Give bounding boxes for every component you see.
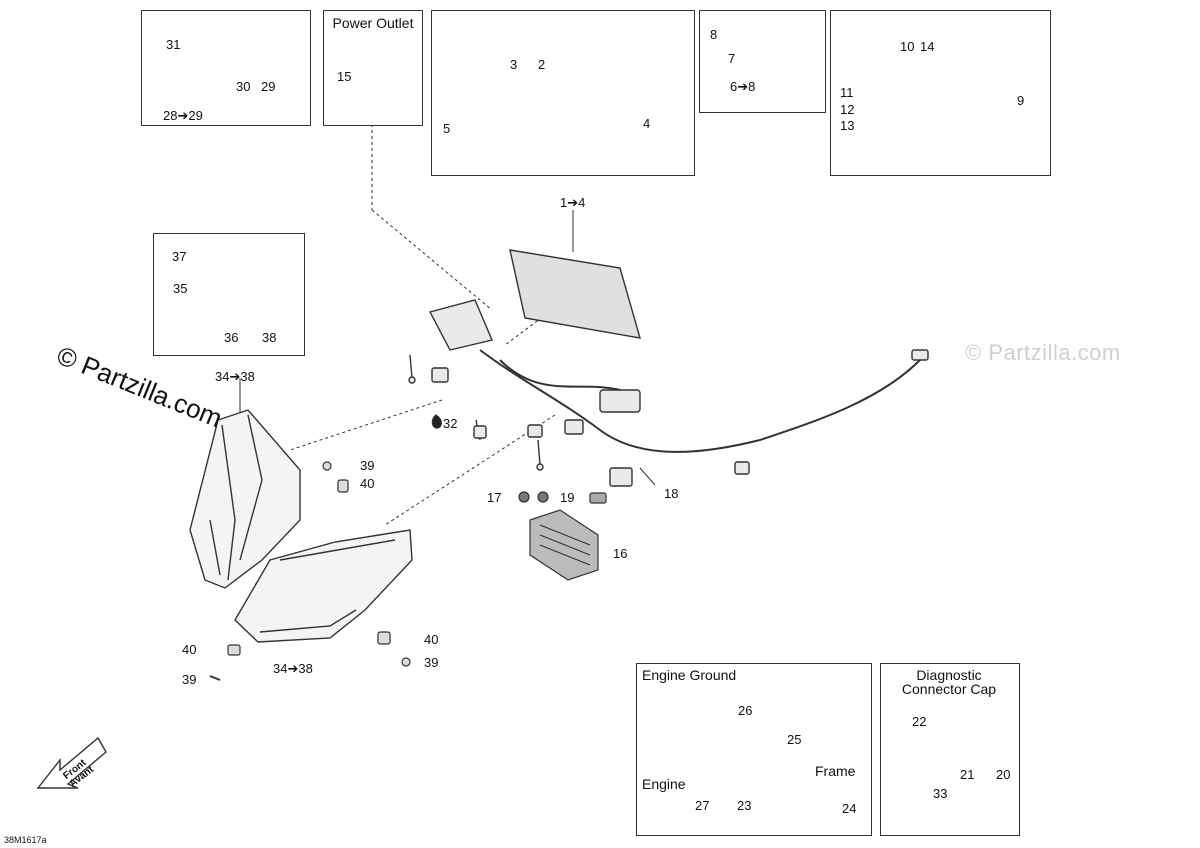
label-22: 22 (912, 714, 927, 729)
label-36: 36 (224, 330, 239, 345)
box-power-outlet (323, 10, 423, 126)
box-engine-ground-title: Engine Ground (642, 667, 737, 683)
label-25: 25 (787, 732, 802, 747)
label-15: 15 (337, 69, 352, 84)
box-diagnostic-cap-title: Diagnostic Connector Cap (901, 667, 997, 697)
label-29: 29 (261, 79, 276, 94)
part-17-nut (518, 491, 530, 503)
label-3: 3 (510, 57, 518, 72)
part-39-screw-b (209, 675, 221, 681)
label-18: 18 (664, 486, 679, 501)
label-12: 12 (840, 102, 855, 117)
label-14: 14 (920, 39, 935, 54)
part-19-plug (589, 492, 607, 504)
leader-18 (639, 467, 656, 486)
label-4: 4 (643, 116, 651, 131)
label-8: 8 (710, 27, 718, 42)
label-23: 23 (737, 798, 752, 813)
label-11: 11 (840, 85, 854, 100)
label-27: 27 (695, 798, 710, 813)
label-33: 33 (933, 786, 948, 801)
part-fuse-box (428, 299, 493, 351)
label-32: 32 (443, 416, 458, 431)
label-21: 21 (960, 767, 975, 782)
label-37: 37 (172, 249, 187, 264)
part-39-screw (322, 461, 332, 471)
label-34-38-top: 34➔38 (215, 369, 255, 384)
label-19: 19 (560, 490, 575, 505)
label-2: 2 (538, 57, 546, 72)
box-diagnostic-cap (880, 663, 1020, 836)
label-40-left: 40 (182, 642, 197, 657)
part-cluster-installed (509, 249, 641, 339)
label-20: 20 (996, 767, 1011, 782)
label-26: 26 (738, 703, 753, 718)
label-10: 10 (900, 39, 915, 54)
leader-headlight-left (289, 399, 443, 451)
box-gauge-cluster (431, 10, 695, 176)
label-35: 35 (173, 281, 188, 296)
label-1-4: 1➔4 (560, 195, 586, 210)
label-40-upper: 40 (360, 476, 375, 491)
box-sensor (830, 10, 1051, 176)
leader-power-outlet-2 (371, 209, 493, 311)
label-31: 31 (166, 37, 181, 52)
part-18-connector (911, 349, 929, 361)
part-40-clip (337, 479, 349, 493)
label-39-right: 39 (424, 655, 439, 670)
label-5: 5 (443, 121, 451, 136)
label-9: 9 (1017, 93, 1025, 108)
front-arrow-shape (36, 736, 107, 789)
label-39-upper: 39 (360, 458, 375, 473)
label-30: 30 (236, 79, 251, 94)
label-38: 38 (262, 330, 277, 345)
part-headlight-left (189, 409, 301, 589)
label-24: 24 (842, 801, 857, 816)
part-harness-connector (431, 367, 449, 383)
label-7: 7 (728, 51, 736, 66)
leader-harness (504, 309, 553, 346)
label-frame: Frame (815, 763, 856, 779)
part-headlight-right (234, 529, 413, 643)
label-6-8: 6➔8 (730, 79, 756, 94)
watermark-faint: © Partzilla.com (965, 340, 1121, 365)
label-28-29: 28➔29 (163, 108, 203, 123)
label-engine: Engine (642, 776, 686, 792)
box-engine-ground (636, 663, 872, 836)
box-switch (699, 10, 826, 113)
part-32-grease (431, 414, 442, 429)
box-taillight (141, 10, 311, 126)
box-power-outlet-title: Power Outlet (332, 15, 414, 31)
leader-headlight-right (384, 414, 556, 526)
label-13: 13 (840, 118, 855, 133)
diagram-code: 38M1617a (4, 835, 47, 845)
label-40-right: 40 (424, 632, 439, 647)
part-18-harness (479, 349, 761, 453)
label-39-left: 39 (182, 672, 197, 687)
label-16: 16 (613, 546, 628, 561)
label-17: 17 (487, 490, 502, 505)
label-34-38-bottom: 34➔38 (273, 661, 313, 676)
box-headlight-bulb (153, 233, 305, 356)
